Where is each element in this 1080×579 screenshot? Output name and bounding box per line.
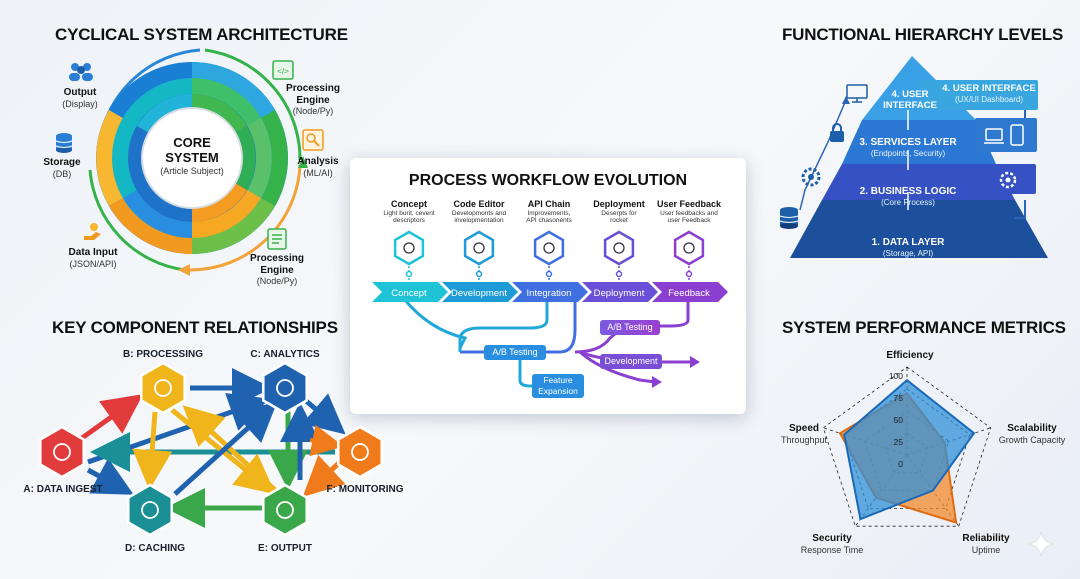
branch-ab-testing-right: A/B Testing (600, 320, 660, 335)
core-system-label: CORE SYSTEM (Article Subject) (160, 135, 224, 176)
cycle-arrowhead (178, 264, 190, 276)
cyclical-title: CYCLICAL SYSTEM ARCHITECTURE (55, 25, 348, 44)
radar-tick-label: 100 (889, 371, 903, 381)
radar-tick-label: 75 (894, 393, 904, 403)
hierarchy-level-1: 1. DATA LAYER (Storage, API) (871, 237, 945, 258)
mobile-icon (1010, 124, 1024, 146)
database-icon (55, 133, 73, 153)
cycle-node-processing-bottom: Processing Engine(Node/Py) (250, 253, 304, 286)
cycle-node-storage: Storage(DB) (43, 157, 81, 179)
cycle-outer-arc-blue (98, 48, 201, 141)
rel-label-e: E: OUTPUT (258, 543, 312, 554)
code-window-icon: </> (272, 60, 294, 80)
branch-development: Development (600, 354, 662, 369)
sparkle-icon (1028, 531, 1054, 557)
rel-label-b: B: PROCESSING (122, 349, 203, 360)
gears-icon (999, 171, 1017, 189)
cycle-node-analysis: Analysis(ML/AI) (297, 156, 339, 178)
radar-axis-efficiency: Efficiency (886, 350, 934, 361)
branch-feature-expansion: Feature Expansion (532, 374, 584, 398)
rel-label-a: A: DATA INGEST (23, 484, 103, 495)
relationships-title: KEY COMPONENT RELATIONSHIPS (52, 318, 338, 337)
rel-label-c: C: ANALYTICS (250, 349, 320, 360)
chart-search-icon (262, 361, 308, 415)
workflow-title: PROCESS WORKFLOW EVOLUTION (408, 172, 688, 189)
rel-label-f: F: MONITORING (326, 484, 404, 495)
database-dollar-icon (127, 483, 173, 537)
hierarchy-title: FUNCTIONAL HIERARCHY LEVELS (782, 25, 1064, 44)
gears-icon (801, 167, 821, 187)
cycle-node-processing-top: Processing Engine(Node/Py) (286, 83, 340, 116)
branch-ab-testing-left: A/B Testing (484, 345, 546, 360)
monitor-icon (846, 84, 868, 103)
database-gear-icon (39, 425, 85, 479)
rel-label-d: D: CACHING (125, 543, 185, 554)
cycle-node-output: Output(Display) (62, 87, 98, 109)
hierarchy-level-4: 4. USER INTERFACE (883, 89, 937, 111)
laptop-icon (984, 128, 1004, 144)
radar-series-orange (838, 392, 958, 525)
hand-data-icon (84, 223, 101, 240)
radar-tick-label: 25 (894, 437, 904, 447)
lock-icon (830, 123, 844, 142)
metrics-title: SYSTEM PERFORMANCE METRICS (782, 318, 1066, 337)
database-icon (779, 207, 799, 229)
svg-text:</>: </> (277, 67, 289, 76)
people-icon (69, 63, 93, 81)
document-list-icon (267, 228, 287, 250)
hierarchy-level-2: 2. BUSINESS LOGIC (Core Process) (859, 186, 957, 207)
cycle-node-data-input: Data Input(JSON/API) (68, 247, 118, 269)
hierarchy-level-3: 3. SERVICES LAYER (Endpoints, Security) (859, 137, 957, 158)
chip-icon (140, 361, 186, 415)
cloud-document-icon (262, 483, 308, 537)
radar-tick-label: 0 (898, 459, 903, 469)
radar-series-blue (843, 378, 976, 521)
hierarchy-ui-box: 4. USER INTERFACE (UX/UI Dashboard) (942, 83, 1036, 104)
radar-tick-label: 50 (894, 415, 904, 425)
monitor-chart-icon (337, 425, 383, 479)
analysis-icon (302, 129, 324, 151)
